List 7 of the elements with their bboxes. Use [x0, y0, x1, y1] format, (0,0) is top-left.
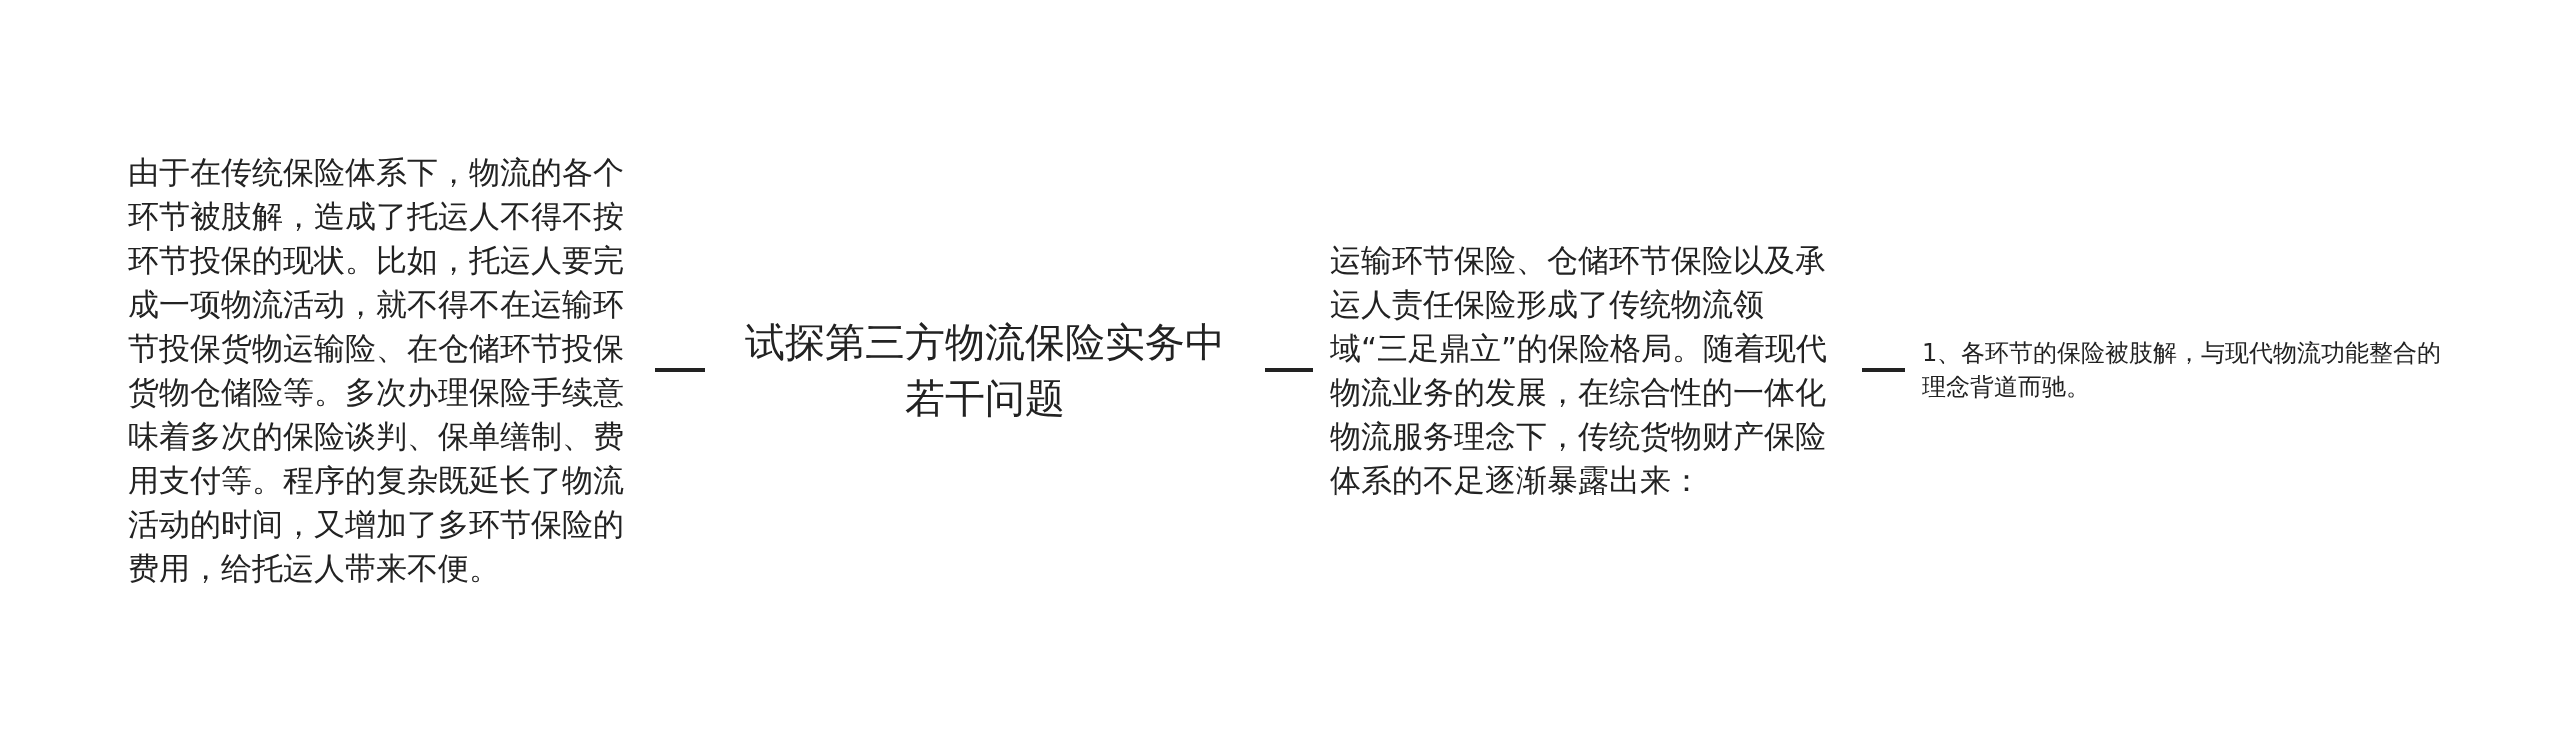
topic-text: 试探第三方物流保险实务中若干问题 [744, 318, 1226, 423]
connector-line [1862, 368, 1905, 372]
list-item-text: 1、各环节的保险被肢解，与现代物流功能整合的理念背道而驰。 [1922, 338, 2443, 403]
connector-line [655, 368, 705, 372]
connector-line [1265, 368, 1313, 372]
paragraph-text: 运输环节保险、仓储环节保险以及承运人责任保险形成了传统物流领域“三足鼎立”的保险格局。随着现代物流业务的发展，在综合性的一体化物流服务理念下，传统货物财产保险体系的不足逐渐暴露出来： [1330, 241, 1829, 500]
paragraph-text: 由于在传统保险体系下，物流的各个环节被肢解，造成了托运人不得不按环节投保的现状。比如，托运人要完成一项物流活动，就不得不在运输环节投保货物运输险、在仓储环节投保货物仓储险等。多次办理保险手续意味着多次的保险谈判、保单缮制、费用支付等。程序的复杂既延长了物流活动的时间，又增加了多环节保险的费用，给托运人带来不便。 [128, 153, 625, 588]
